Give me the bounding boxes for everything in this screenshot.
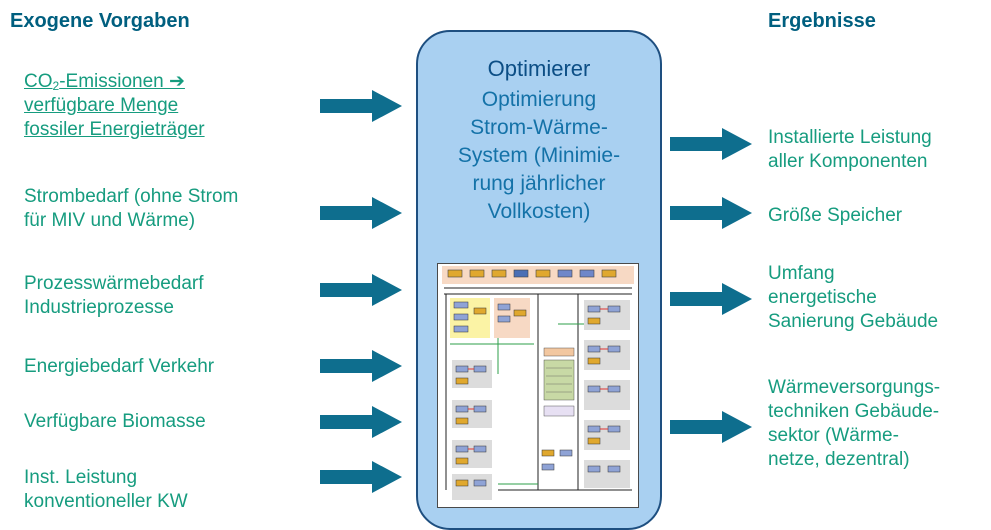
input-available-biomass: Verfügbare Biomasse <box>24 410 206 434</box>
right-arrow-icon <box>670 197 752 229</box>
optimizer-desc-line: Optimierung <box>481 88 597 111</box>
input-process-heat-line2: Industrieprozesse <box>24 297 174 318</box>
output-line: Größe Speicher <box>768 205 903 226</box>
optimizer-desc-line: Strom-Wärme- <box>470 116 608 139</box>
outputs-heading: Ergebnisse <box>768 10 876 32</box>
input-process-heat-demand: Prozesswärmebedarf Industrieprozesse <box>24 272 204 320</box>
optimizer-box: Optimierer Optimierung Strom-Wärme- Syst… <box>416 30 662 530</box>
schematic-graphic <box>442 266 634 500</box>
right-arrow-icon <box>320 461 402 493</box>
input-co2-line3: fossiler Energieträger <box>24 119 205 140</box>
input-transport-energy-demand: Energiebedarf Verkehr <box>24 355 214 379</box>
input-co2-line1: CO2-Emissionen ➔ <box>24 71 185 93</box>
input-transport-line1: Energiebedarf Verkehr <box>24 356 215 377</box>
output-line: aller Komponenten <box>768 151 928 172</box>
optimizer-desc-line: Vollkosten) <box>487 200 591 223</box>
right-arrow-icon <box>670 128 752 160</box>
input-conventional-line1: Inst. Leistung <box>24 467 138 488</box>
input-electricity-demand: Strombedarf (ohne Strom für MIV und Wärm… <box>24 185 238 233</box>
output-line: Umfang <box>768 263 835 284</box>
input-biomass-line1: Verfügbare Biomasse <box>24 411 206 432</box>
input-co2-line2: verfügbare Menge <box>24 95 179 116</box>
output-building-renovation: Umfang energetische Sanierung Gebäude <box>768 262 938 334</box>
output-line: netze, dezentral) <box>768 449 910 470</box>
input-electricity-line1: Strombedarf (ohne Strom <box>24 186 239 207</box>
right-arrow-icon <box>320 90 402 122</box>
input-co2-emissions: CO2-Emissionen ➔ verfügbare Menge fossil… <box>24 70 205 142</box>
input-process-heat-line1: Prozesswärmebedarf <box>24 273 204 294</box>
output-line: Wärmeversorgungs- <box>768 377 941 398</box>
right-arrow-icon <box>670 411 752 443</box>
optimizer-desc-line: System (Minimie- <box>457 144 621 167</box>
input-electricity-line2: für MIV und Wärme) <box>24 210 196 231</box>
right-arrow-icon <box>320 350 402 382</box>
right-arrow-icon <box>320 274 402 306</box>
right-arrow-icon <box>320 197 402 229</box>
system-schematic-thumbnail <box>437 263 639 508</box>
output-storage-size: Größe Speicher <box>768 204 902 228</box>
right-arrow-icon <box>670 283 752 315</box>
optimizer-title: Optimierer <box>487 56 591 81</box>
output-line: energetische <box>768 287 877 308</box>
right-arrow-icon <box>320 406 402 438</box>
optimizer-description: Optimierung Strom-Wärme- System (Minimie… <box>418 86 660 226</box>
input-conventional-line2: konventioneller KW <box>24 491 188 512</box>
output-line: sektor (Wärme- <box>768 425 899 446</box>
output-installed-capacity: Installierte Leistung aller Komponenten <box>768 126 932 174</box>
output-line: techniken Gebäude- <box>768 401 940 422</box>
output-heat-supply-technologies: Wärmeversorgungs- techniken Gebäude- sek… <box>768 376 940 472</box>
optimizer-desc-line: rung jährlicher <box>472 172 606 195</box>
output-line: Installierte Leistung <box>768 127 932 148</box>
input-conventional-power-plants: Inst. Leistung konventioneller KW <box>24 466 188 514</box>
inputs-heading: Exogene Vorgaben <box>10 10 190 32</box>
output-line: Sanierung Gebäude <box>768 311 939 332</box>
